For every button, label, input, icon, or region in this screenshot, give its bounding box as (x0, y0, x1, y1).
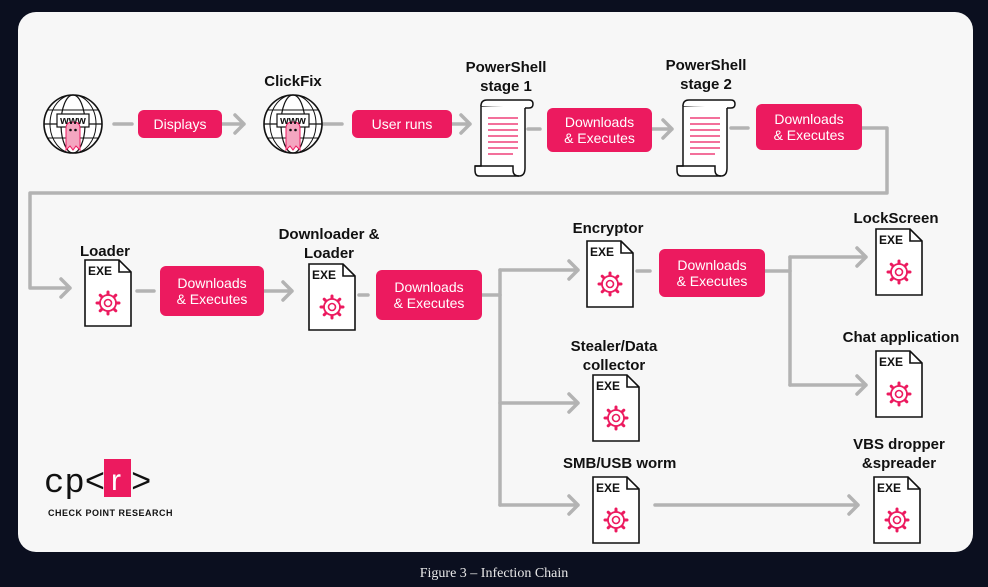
svg-text:EXE: EXE (590, 245, 614, 259)
arrow-wrap-to-loader (28, 126, 889, 299)
svg-text:EXE: EXE (596, 481, 620, 495)
svg-text:EXE: EXE (312, 268, 336, 282)
www-globe-icon: www (43, 94, 103, 154)
displays-action: Displays (138, 110, 222, 138)
arrow-fork-to-lockscreen (788, 246, 868, 268)
arrow-userruns-to-stage1 (450, 113, 472, 135)
vbs-dropper-exe-icon: EXE (872, 475, 922, 545)
loader-label: Loader (79, 243, 130, 260)
svg-text:r: r (111, 464, 121, 497)
clickfix-globe-icon: www (263, 94, 323, 154)
downloads-executes-action-3: Downloads & Executes (160, 266, 264, 316)
chat-application-exe-icon: EXE (874, 349, 924, 419)
figure-caption: Figure 3 – Infection Chain (419, 566, 569, 581)
encryptor-exe-icon: EXE (585, 239, 635, 309)
powershell-stage1-document-icon (474, 99, 534, 177)
stealer-label: Stealer/Data collector (570, 338, 658, 374)
arrow-connectors (28, 113, 889, 516)
vbs-dropper-label: VBS dropper &spreader (853, 436, 945, 472)
logo-r-box (104, 459, 131, 497)
arrow-branch-to-worm (498, 494, 580, 516)
downloads-executes-action-1: Downloads & Executes (547, 108, 652, 152)
loader-exe-icon: EXE (83, 258, 133, 328)
check-point-research-logo: cp< r > (44, 459, 151, 503)
svg-text:cp<: cp< (44, 465, 105, 503)
chat-application-label: Chat application (842, 329, 960, 346)
clickfix-label: ClickFix (264, 73, 322, 90)
arrow-worm-to-vbs (653, 494, 860, 516)
downloader-loader-label: Downloader & Loader (278, 226, 380, 262)
svg-text:EXE: EXE (88, 264, 112, 278)
arrow-displays-to-clickfix (220, 113, 246, 135)
svg-text:EXE: EXE (596, 379, 620, 393)
arrow-branch-to-encryptor (498, 259, 580, 281)
powershell-stage2-document-icon (676, 99, 736, 177)
arrow-fork-to-chat (788, 374, 868, 396)
svg-text:>: > (131, 465, 151, 503)
downloads-executes-action-5: Downloads & Executes (659, 249, 765, 297)
downloads-executes-action-2: Downloads & Executes (756, 104, 862, 150)
arrow-downloads-to-stage2 (650, 118, 674, 140)
powershell-stage2-label: PowerShell stage 2 (665, 57, 747, 93)
svg-text:www: www (59, 115, 86, 127)
lockscreen-exe-icon: EXE (874, 227, 924, 297)
worm-exe-icon: EXE (591, 475, 641, 545)
svg-text:EXE: EXE (879, 233, 903, 247)
encryptor-label: Encryptor (572, 220, 644, 237)
downloads-executes-action-4: Downloads & Executes (376, 270, 482, 320)
user-runs-action: User runs (352, 110, 452, 138)
svg-text:EXE: EXE (879, 355, 903, 369)
powershell-stage1-label: PowerShell stage 1 (465, 59, 547, 95)
logo-subtitle: CHECK POINT RESEARCH (48, 508, 174, 518)
lockscreen-label: LockScreen (853, 210, 939, 227)
stealer-exe-icon: EXE (591, 373, 641, 443)
smb-usb-worm-label: SMB/USB worm (563, 455, 677, 472)
svg-text:www: www (279, 115, 306, 127)
svg-text:EXE: EXE (877, 481, 901, 495)
arrow-branch-to-stealer (498, 392, 580, 414)
downloader-loader-exe-icon: EXE (307, 262, 357, 332)
arrow-downloads-to-downloader (262, 280, 294, 302)
